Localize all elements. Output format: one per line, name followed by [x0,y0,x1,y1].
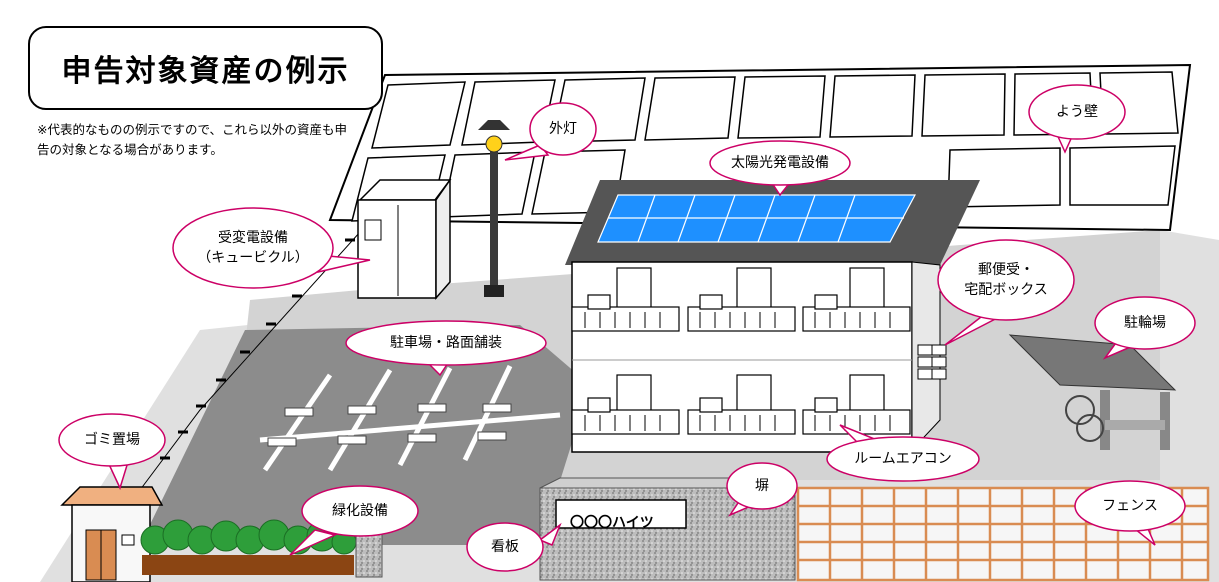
label-ryokka: 緑化設備 [332,503,388,519]
label-youheki: よう壁 [1056,104,1098,120]
callout-yubin [937,239,1075,346]
label-juhen: 受変電設備 （キュービクル） [197,228,309,268]
callout-taiyoko [709,140,851,197]
label-kanban: 看板 [491,539,519,555]
label-taiyoko: 太陽光発電設備 [731,155,829,171]
street-lamp [478,120,510,297]
parking-lot [140,325,590,545]
label-roomac: ルームエアコン [854,451,952,467]
callout-chulin [1094,296,1196,360]
apartment-building [565,180,980,453]
label-juhen-line2: （キュービクル） [197,250,309,266]
callout-ryokka [289,485,419,556]
callout-kanban [466,522,562,572]
callout-juhen [172,207,371,289]
disclaimer-note: ※代表的なものの例示ですので、これら以外の資産も申告の対象となる場合があります。 [37,122,347,157]
cubicle [357,177,452,300]
label-chusha: 駐車場・路面舗装 [390,335,502,351]
label-hei: 塀 [755,478,769,494]
callout-fence [1074,480,1186,546]
label-juhen-line1: 受変電設備 [218,230,288,246]
signboard-text: 〇〇〇ハイツ [570,515,654,531]
callout-gomi [58,413,166,491]
callout-roomac [826,424,980,482]
callout-gaito [504,102,597,161]
label-fence: フェンス [1102,498,1158,514]
callout-hei [726,462,798,517]
page-title: 申告対象資産の例示 [28,26,383,110]
label-yubin-line2: 宅配ボックス [964,282,1048,298]
callout-youheki [1028,84,1126,154]
garbage-house [60,486,164,582]
label-yubin-line1: 郵便受・ [978,262,1034,278]
solar-panels [597,194,916,243]
callout-chusha [345,320,547,377]
label-yubin: 郵便受・ 宅配ボックス [964,260,1048,300]
label-gaito: 外灯 [549,121,577,137]
label-chulin: 駐輪場 [1124,315,1166,331]
label-gomi: ゴミ置場 [84,432,140,448]
